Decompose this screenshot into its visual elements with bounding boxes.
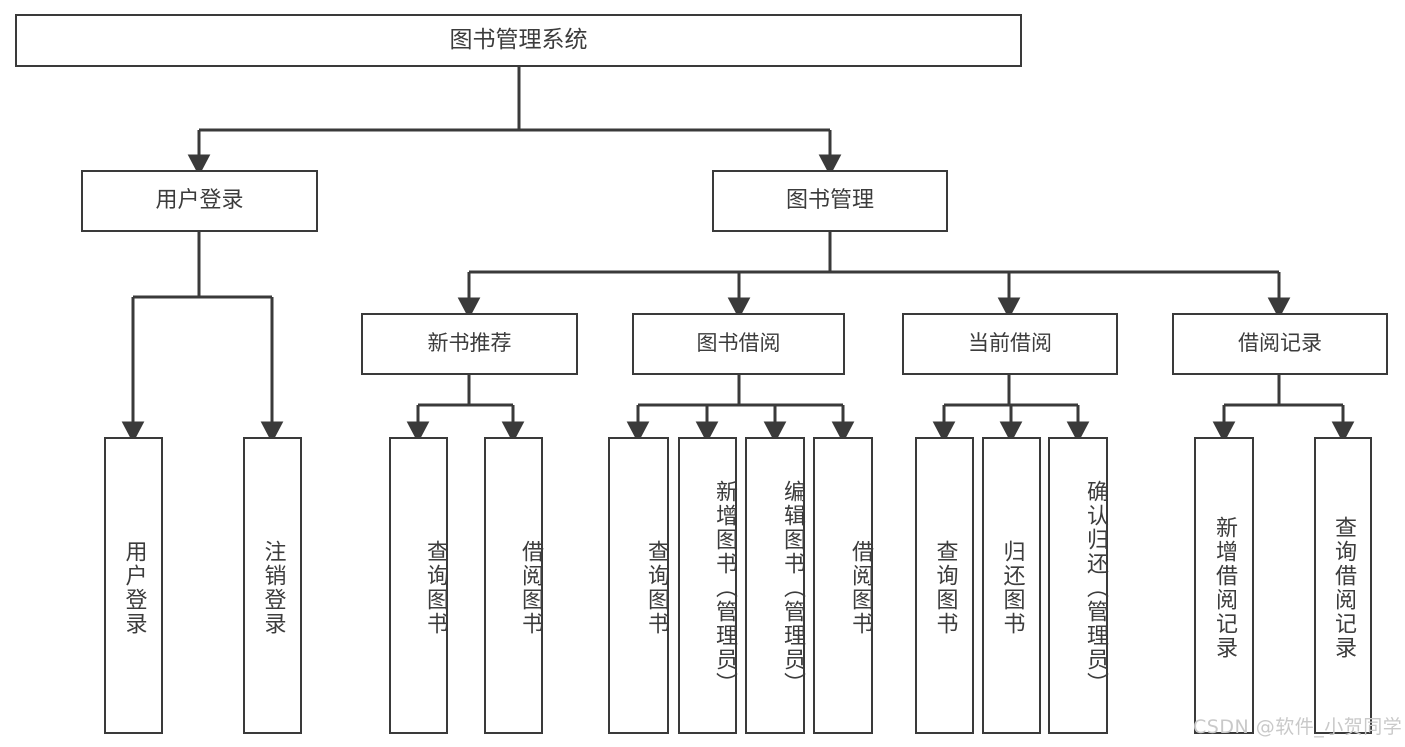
node-book-borrow[interactable]: 图书借阅 xyxy=(632,313,845,375)
leaf-borrow-book-borrow[interactable]: 借阅图书 xyxy=(813,437,873,734)
node-book-management[interactable]: 图书管理 xyxy=(712,170,948,232)
leaf-logout-login[interactable]: 注销登录 xyxy=(243,437,302,734)
node-user-login[interactable]: 用户登录 xyxy=(81,170,318,232)
node-current-borrow[interactable]: 当前借阅 xyxy=(902,313,1118,375)
leaf-add-borrow-record[interactable]: 新增借阅记录 xyxy=(1194,437,1254,734)
leaf-query-book-borrow[interactable]: 查询图书 xyxy=(608,437,669,734)
leaf-add-book-admin[interactable]: 新增图书（管理员） xyxy=(678,437,737,734)
csdn-watermark: CSDN @软件_小贺同学 xyxy=(1193,716,1403,738)
node-root-book-management-system[interactable]: 图书管理系统 xyxy=(15,14,1022,67)
leaf-edit-book-admin[interactable]: 编辑图书（管理员） xyxy=(745,437,805,734)
leaf-confirm-return-admin[interactable]: 确认归还（管理员） xyxy=(1048,437,1108,734)
leaf-user-login[interactable]: 用户登录 xyxy=(104,437,163,734)
node-new-book-recommend[interactable]: 新书推荐 xyxy=(361,313,578,375)
leaf-query-borrow-record[interactable]: 查询借阅记录 xyxy=(1314,437,1372,734)
leaf-query-book-recommend[interactable]: 查询图书 xyxy=(389,437,448,734)
leaf-borrow-book-recommend[interactable]: 借阅图书 xyxy=(484,437,543,734)
node-borrow-record[interactable]: 借阅记录 xyxy=(1172,313,1388,375)
leaf-query-book-current[interactable]: 查询图书 xyxy=(915,437,974,734)
leaf-return-book[interactable]: 归还图书 xyxy=(982,437,1041,734)
